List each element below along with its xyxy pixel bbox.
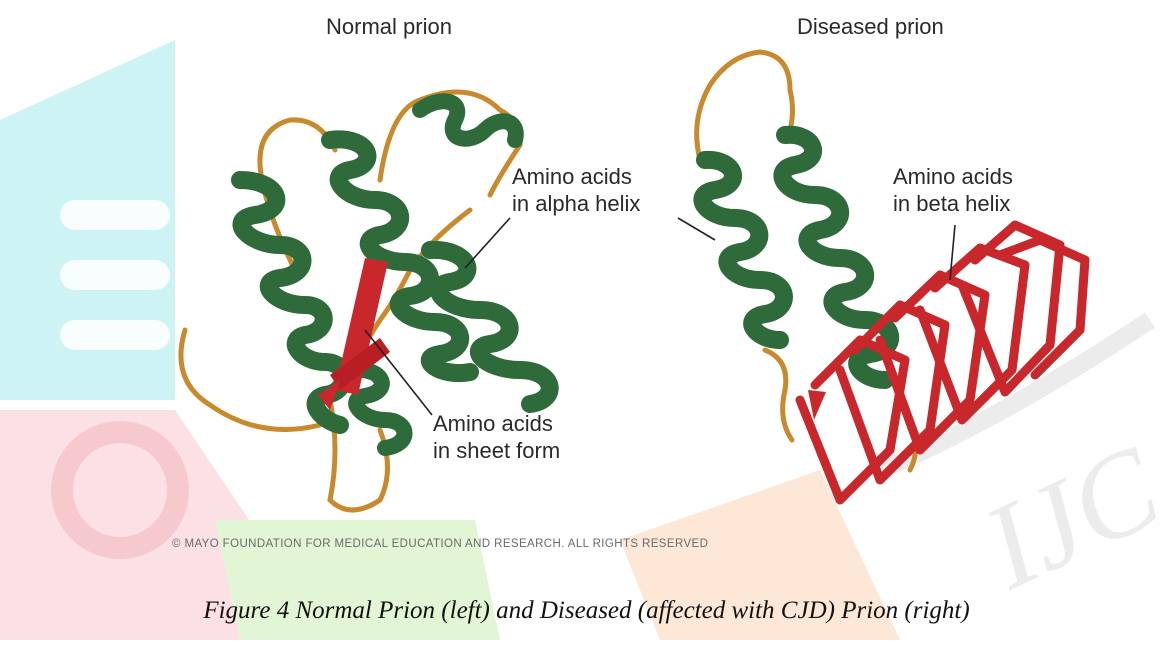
beta-helix-label: Amino acids in beta helix	[893, 163, 1013, 217]
sheet-form-label-line-1: Amino acids	[433, 410, 560, 437]
normal-prion-title: Normal prion	[326, 14, 452, 40]
beta-helix-label-line-1: Amino acids	[893, 163, 1013, 190]
alpha-helix-label-line-1: Amino acids	[512, 163, 640, 190]
diseased-prion-structure	[697, 52, 1085, 500]
sheet-form-label: Amino acids in sheet form	[433, 410, 560, 464]
alpha-helix-label: Amino acids in alpha helix	[512, 163, 640, 217]
diseased-prion-title: Diseased prion	[797, 14, 944, 40]
normal-helix-c	[420, 101, 516, 140]
sheet-form-label-line-2: in sheet form	[433, 437, 560, 464]
figure-caption: Figure 4 Normal Prion (left) and Disease…	[0, 597, 1173, 625]
beta-helix-label-line-2: in beta helix	[893, 190, 1013, 217]
copyright-notice: © MAYO FOUNDATION FOR MEDICAL EDUCATION …	[172, 538, 708, 550]
diseased-alpha-leader-line	[678, 218, 715, 240]
alpha-helix-label-line-2: in alpha helix	[512, 190, 640, 217]
diseased-helix-a	[702, 160, 784, 340]
alpha-helix-leader-line	[465, 218, 510, 268]
